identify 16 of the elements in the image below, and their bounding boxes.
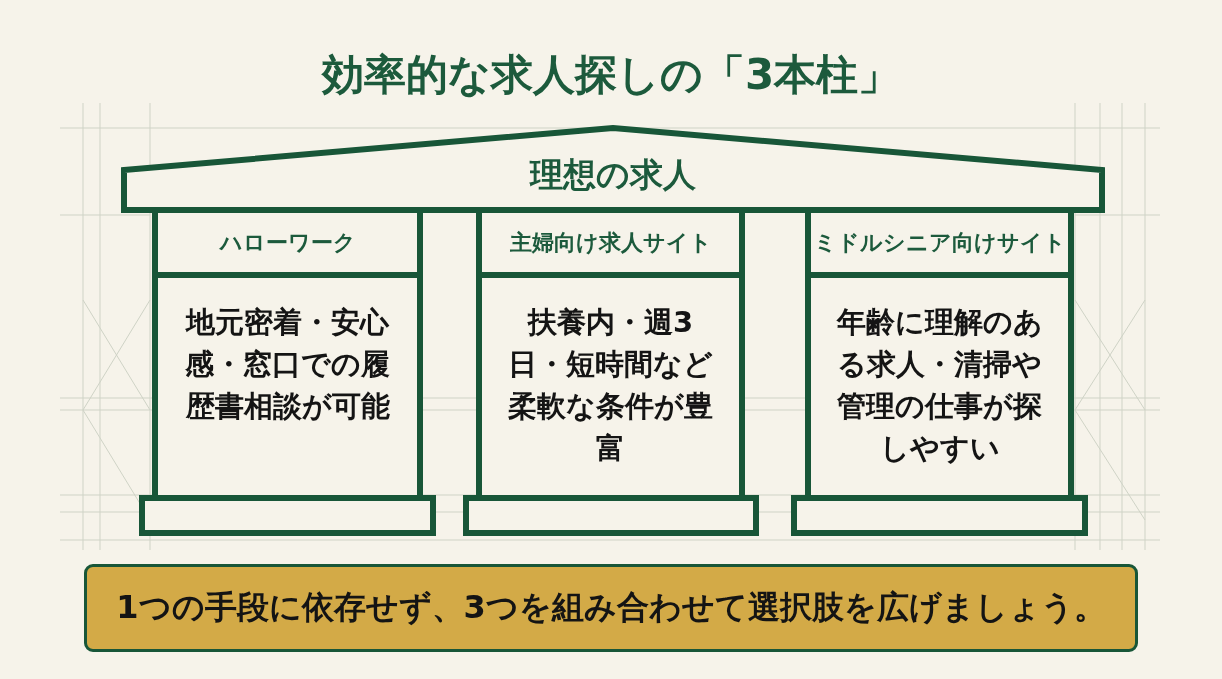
pillar-text: 年齢に理解のある求人・清掃や管理の仕事が探しやすい xyxy=(835,304,1044,467)
title: 効率的な求人探しの「3本柱」 xyxy=(321,49,901,101)
pillar-base xyxy=(139,495,436,536)
pillar xyxy=(805,213,1074,495)
message-banner: 1つの手段に依存せず、3つを組み合わせて選択肢を広げましょう。 xyxy=(84,564,1138,652)
roof-label: 理想の求人 xyxy=(528,154,697,196)
pillar xyxy=(152,213,423,495)
pillar-heading: ミドルシニア向けサイト xyxy=(811,213,1068,278)
pillar xyxy=(476,213,745,495)
pillar-text: 扶養内・週3日・短時間など柔軟な条件が豊富 xyxy=(507,304,714,467)
pillar-base xyxy=(791,495,1088,536)
pillar-heading: ハローワーク xyxy=(158,213,417,278)
pillar-heading: 主婦向け求人サイト xyxy=(482,213,739,278)
roof xyxy=(121,125,1105,213)
pillar-text: 地元密着・安心感・窓口での履歴書相談が可能 xyxy=(184,304,391,425)
pillar-base xyxy=(463,495,759,536)
